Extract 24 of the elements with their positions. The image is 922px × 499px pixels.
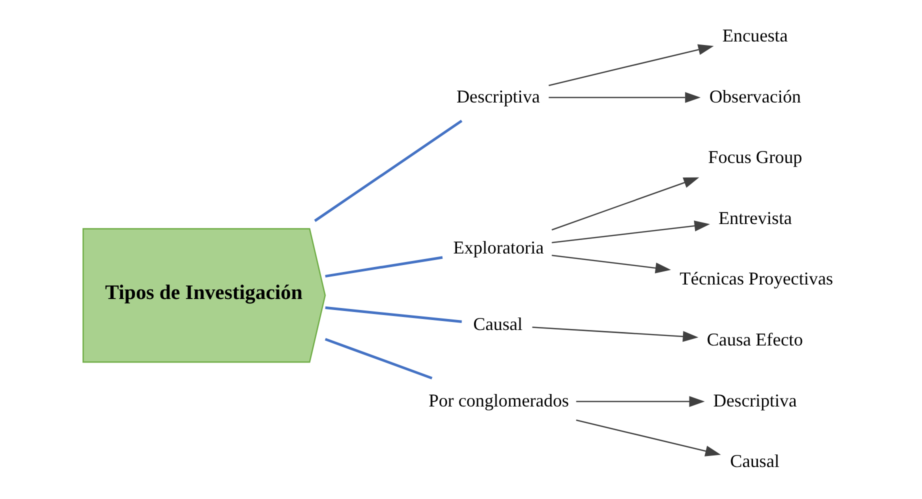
node-text: Técnicas Proyectivas <box>680 268 834 289</box>
arrow <box>548 44 714 86</box>
node-text: Causal <box>473 314 523 334</box>
arrow <box>552 177 700 230</box>
node-text: Descriptiva <box>456 86 540 106</box>
arrow <box>576 419 721 456</box>
node-text: Por conglomerados <box>428 390 569 410</box>
arrow <box>548 92 701 103</box>
connector <box>325 256 443 278</box>
node-text: Causa Efecto <box>706 330 803 350</box>
arrow <box>552 220 710 244</box>
node-text: Causal <box>730 451 780 472</box>
node-text: Encuesta <box>722 25 788 46</box>
connector <box>325 306 462 323</box>
connector <box>324 338 432 380</box>
connector <box>314 120 462 222</box>
node-text: Focus Group <box>708 147 802 168</box>
node-text: Observación <box>709 86 801 106</box>
node-text: Exploratoria <box>453 238 544 258</box>
node-text: Descriptiva <box>713 390 797 410</box>
arrow <box>552 254 671 274</box>
arrow <box>576 396 705 407</box>
node-text: Entrevista <box>718 208 792 228</box>
arrow <box>532 326 698 342</box>
